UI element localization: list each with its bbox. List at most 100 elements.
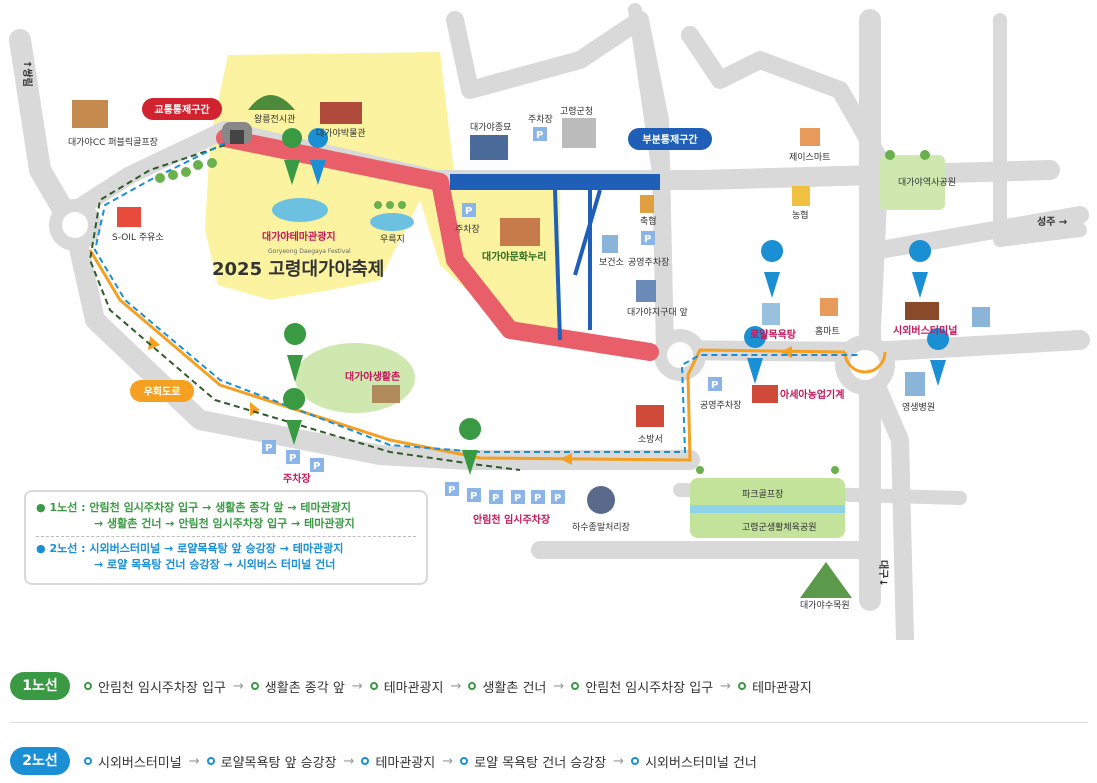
golf-building-icon	[72, 100, 108, 128]
route-stop-label: 로얄 목욕탕 건너 승강장	[474, 755, 607, 771]
pond-icon	[370, 213, 414, 231]
gas-station-label: S-OIL 주유소	[112, 232, 164, 243]
svg-text:P: P	[534, 493, 541, 504]
route-divider	[10, 722, 1088, 723]
fire-station-icon	[636, 405, 664, 427]
svg-text:P: P	[492, 493, 499, 504]
partial-control-label: 부분통제구간	[642, 133, 698, 146]
parking-icons: P P P P P P P P P P P P P	[262, 127, 722, 504]
map-pin-icon	[571, 682, 580, 690]
svg-text:P: P	[313, 461, 320, 472]
route-row-2: 2노선 시외버스터미널→로얄목욕탕 앞 승강장→테마관광지→로얄 목욕탕 건너 …	[10, 745, 757, 777]
legend-divider	[36, 536, 416, 537]
gas-station-icon	[117, 207, 141, 227]
festival-area	[205, 52, 560, 340]
phone-booth-icon	[972, 307, 990, 327]
traffic-control-label-bg	[142, 98, 222, 120]
svg-text:P: P	[644, 234, 651, 245]
route-2-badge: 2노선	[10, 747, 70, 775]
svg-text:P: P	[448, 485, 455, 496]
map-pin-icon: ●	[36, 542, 46, 555]
health-center-label: 보건소	[599, 257, 624, 268]
route-stop-label: 테마관광지	[375, 755, 436, 771]
culture-center-label: 대가야문화누리	[482, 250, 546, 263]
arboretum-label: 대가야수목원	[800, 600, 850, 611]
bus-terminal-label: 시외버스터미널	[893, 324, 957, 337]
chukhyeop-label: 축협	[640, 215, 657, 227]
map-pin-icon	[250, 682, 259, 690]
fire-station-label: 소방서	[638, 434, 663, 445]
map-pin-icon	[84, 757, 92, 765]
festival-traffic-map: P P P P P P P P P P P P P	[9, 3, 1090, 640]
route-stop: 테마관광지	[738, 677, 812, 696]
detour-arrows	[148, 336, 792, 465]
theme-park-icon	[272, 198, 328, 222]
map-pin-icon	[631, 757, 640, 765]
sewage-label: 하수종말처리장	[572, 521, 630, 533]
nonghyup-label: 농협	[792, 209, 809, 221]
arrow-icon: →	[188, 754, 200, 769]
svg-text:P: P	[536, 130, 543, 141]
map-pin-icon	[206, 757, 215, 765]
direction-east: 성주 →	[1037, 215, 1067, 228]
svg-text:P: P	[289, 453, 296, 464]
chukhyeop-icon	[640, 195, 654, 213]
arrow-icon: →	[450, 679, 462, 694]
route-stop: 생활촌 건너	[468, 677, 546, 696]
traffic-control-road	[216, 129, 659, 361]
svg-text:P: P	[514, 493, 521, 504]
route-stop: 안림천 임시주차장 입구	[84, 677, 226, 696]
legend-line1-b: → 생활촌 건너 → 안림천 임시주차장 입구 → 테마관광지	[94, 517, 355, 530]
svg-text:P: P	[470, 491, 477, 502]
public-parking-label: 공영주차장	[628, 256, 669, 268]
sports-park-label: 고령군생활체육공원	[742, 521, 817, 533]
parking-mid-label: 주차장	[455, 223, 480, 235]
direction-north: ↑쌍림	[21, 60, 34, 87]
route-row-1: 1노선 안림천 임시주차장 입구→생활촌 종각 앞→테마관광지→생활촌 건너→안…	[10, 670, 812, 702]
royal-tomb-label: 왕릉전시관	[254, 114, 295, 125]
map-pin-icon	[738, 682, 747, 690]
jeis-mart-icon	[800, 128, 820, 146]
arrow-icon: →	[351, 679, 363, 694]
royal-tomb-icon	[248, 95, 295, 110]
jongmyo-icon	[470, 135, 508, 160]
police-label: 대가야지구대 앞	[627, 306, 688, 318]
village-label: 대가야생활촌	[345, 370, 400, 383]
homemart-label: 홈마트	[815, 325, 840, 337]
detour-label-bg	[130, 380, 194, 402]
nonghyup-icon	[792, 186, 810, 206]
arrow-icon: →	[232, 679, 244, 694]
route-2-pins	[308, 128, 950, 386]
svg-text:P: P	[711, 380, 718, 391]
history-park-label: 대가야역사공원	[898, 177, 956, 188]
arrow-icon: →	[720, 679, 732, 694]
route-1-pins	[282, 128, 482, 475]
route-stop: 테마관광지	[361, 752, 435, 771]
tree-icons	[155, 150, 930, 474]
arrow-icon: →	[343, 754, 355, 769]
map-pin-icon: ●	[36, 501, 46, 514]
route-stop: 시외버스터미널 건너	[631, 752, 757, 771]
building-icons	[72, 95, 990, 598]
svg-text:P: P	[465, 206, 472, 217]
svg-text:P: P	[554, 493, 561, 504]
map-pin-icon	[369, 682, 378, 690]
legend-line2-a: ● 2노선 : 시외버스터미널 → 로얄목욕탕 앞 승강장 → 테마관광지	[36, 542, 344, 555]
arrow-icon: →	[613, 754, 625, 769]
partial-control-label-bg	[628, 128, 712, 150]
route-stop: 테마관광지	[369, 677, 444, 696]
route-stop: 로얄 목욕탕 건너 승강장	[460, 752, 606, 771]
bus-terminal-icon	[905, 302, 939, 320]
royal-bath-label: 로얄목욕탕	[750, 328, 797, 341]
hospital-icon	[905, 372, 925, 396]
hospital-label: 영생병원	[902, 402, 935, 413]
route-1-badge: 1노선	[10, 672, 70, 700]
homemart-icon	[820, 298, 838, 316]
route-stop-label: 안림천 임시주차장 입구	[585, 680, 714, 696]
legend-line2-b: → 로얄 목욕탕 건너 승강장 → 시외버스 터미널 건너	[94, 558, 336, 571]
parking-left-label: 주차장	[283, 472, 311, 485]
route-legend-box: ● 1노선 : 안림천 임시주차장 입구 → 생활촌 종각 앞 → 테마관광지 …	[24, 490, 428, 585]
festival-subtitle: Goryeong Daegaya Festival	[268, 248, 351, 255]
festival-title: 2025 고령대가야축제	[212, 259, 384, 280]
health-center-icon	[602, 235, 618, 253]
